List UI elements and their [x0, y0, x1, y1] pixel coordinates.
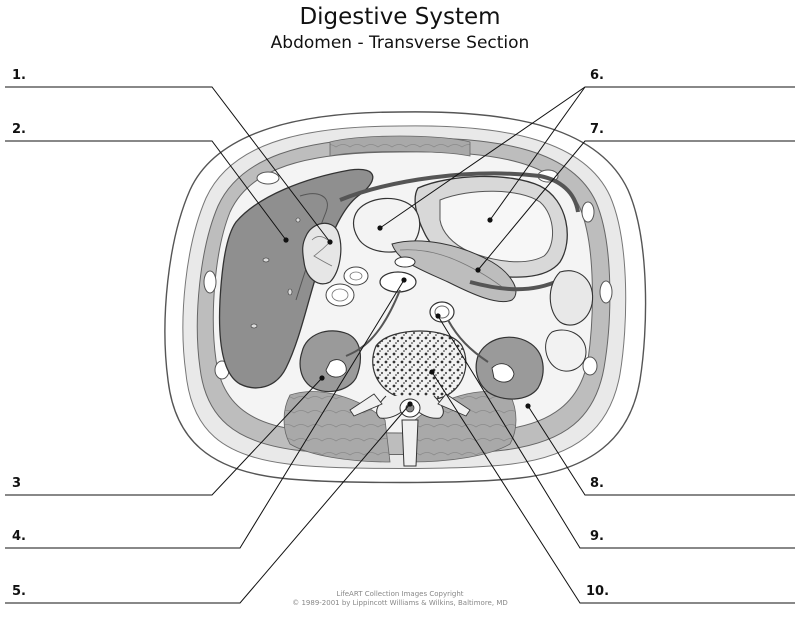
pointer-dot-3 — [319, 375, 324, 380]
vertebral-body — [373, 331, 466, 401]
liver-vessel — [296, 218, 300, 222]
pointer-dot-1 — [327, 239, 332, 244]
spleen — [550, 271, 592, 325]
rib-section — [204, 271, 216, 293]
copyright-line-1: LifeART Collection Images Copyright — [0, 590, 800, 599]
pointer-dot-6a — [377, 225, 382, 230]
pointer-dot-7 — [475, 267, 480, 272]
rib-section — [600, 281, 612, 303]
pointer-dot-2 — [283, 237, 288, 242]
liver-vessel — [288, 289, 292, 295]
copyright-line-2: © 1989-2001 by Lippincott Williams & Wil… — [0, 599, 800, 608]
pointer-dot-10 — [429, 369, 434, 374]
rib-section — [582, 202, 594, 222]
spinous-process — [402, 420, 418, 466]
label-3: 3 — [12, 476, 21, 491]
label-8: 8. — [590, 476, 604, 491]
label-2: 2. — [12, 122, 26, 137]
gallbladder — [303, 223, 341, 283]
rib-section — [257, 172, 279, 184]
liver-vessel — [263, 258, 269, 262]
portal-vein — [395, 257, 415, 267]
copyright-notice: LifeART Collection Images Copyright © 19… — [0, 590, 800, 608]
liver-vessel — [251, 324, 257, 328]
pointer-dot-5 — [407, 401, 412, 406]
label-9: 9. — [590, 529, 604, 544]
aorta — [430, 302, 454, 322]
right-kidney — [300, 331, 360, 392]
label-7: 7. — [590, 122, 604, 137]
pointer-dot-6b — [487, 217, 492, 222]
pointer-dot-8 — [525, 403, 530, 408]
label-6: 6. — [590, 68, 604, 83]
pointer-dot-9 — [435, 313, 440, 318]
label-4: 4. — [12, 529, 26, 544]
pointer-dot-4 — [401, 277, 406, 282]
label-1: 1. — [12, 68, 26, 83]
